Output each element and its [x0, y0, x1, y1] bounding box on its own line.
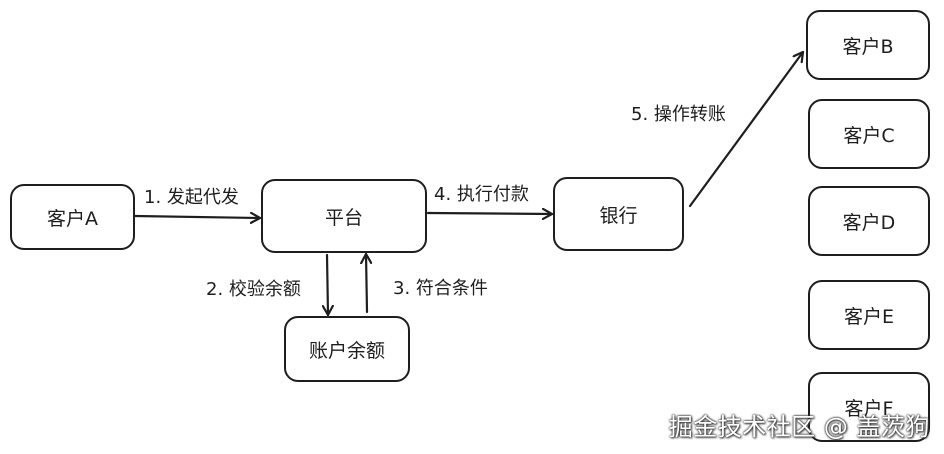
- node-customer-a-label: 客户A: [47, 207, 98, 230]
- node-platform-label: 平台: [324, 206, 363, 229]
- node-customer-d: 客户D: [808, 186, 930, 256]
- arrow-bank-to-customer-b: [688, 50, 805, 208]
- node-customer-d-label: 客户D: [842, 211, 896, 234]
- arrow-platform-to-balance: [327, 253, 328, 317]
- node-customer-b: 客户B: [806, 10, 930, 80]
- node-account-balance: 账户余额: [284, 316, 410, 382]
- edge-label-step2: 2. 校验余额: [206, 279, 301, 300]
- node-customer-a: 客户A: [10, 184, 135, 250]
- node-bank-label: 银行: [599, 204, 638, 227]
- node-customer-e-label: 客户E: [843, 305, 894, 328]
- node-bank: 银行: [553, 177, 684, 251]
- node-customer-e: 客户E: [808, 280, 930, 350]
- edge-label-step3: 3. 符合条件: [393, 278, 488, 299]
- arrow-balance-to-platform: [366, 252, 367, 314]
- node-customer-c: 客户C: [808, 99, 930, 169]
- node-customer-f: 客户F: [808, 372, 930, 442]
- edge-label-step4: 4. 执行付款: [434, 184, 529, 205]
- node-customer-b-label: 客户B: [842, 35, 894, 58]
- node-platform: 平台: [261, 179, 427, 253]
- edge-label-step1: 1. 发起代发: [144, 187, 239, 208]
- arrow-a-to-platform: [133, 216, 262, 218]
- node-customer-f-label: 客户F: [844, 397, 894, 420]
- node-account-balance-label: 账户余额: [308, 339, 385, 362]
- edge-label-step5: 5. 操作转账: [631, 104, 726, 125]
- watermark: 掘金技术社区 @ 盖茨狗: [668, 413, 930, 441]
- arrow-platform-to-bank: [426, 213, 554, 214]
- node-customer-c-label: 客户C: [843, 124, 895, 147]
